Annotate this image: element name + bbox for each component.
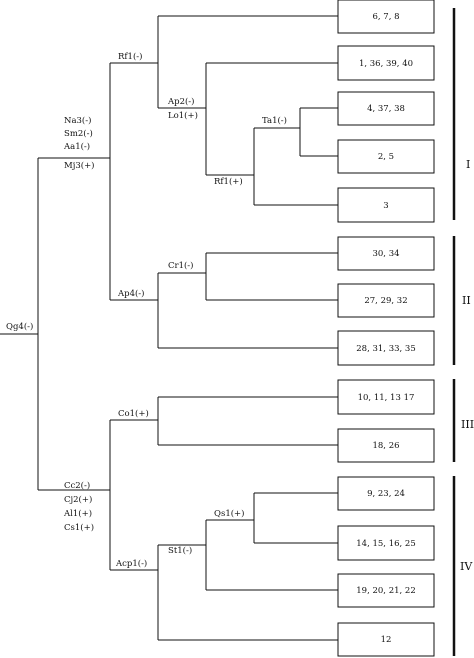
node-ta1-label: Ta1(-) (262, 115, 287, 126)
root-label: Qg4(-) (6, 321, 33, 332)
lower-label: Cj2(+) (64, 494, 92, 505)
upper-label: Sm2(-) (64, 128, 93, 139)
leaf-label: 2, 5 (378, 152, 394, 162)
leaf-label: 10, 11, 13 17 (358, 393, 415, 403)
node-ap2-label: Ap2(-) (167, 96, 195, 107)
leaf-box (337, 428, 435, 463)
leaf-box (337, 573, 435, 608)
leaf-box (337, 45, 435, 81)
leaf-box (337, 330, 435, 366)
leaf-box (337, 283, 435, 318)
leaf-box (337, 525, 435, 561)
leaf-box (337, 91, 435, 126)
leaf-box (337, 236, 435, 271)
leaf-box (337, 0, 435, 34)
group-label-iv: IV (460, 560, 473, 573)
leaf-box (337, 139, 435, 174)
leaf-label: 4, 37, 38 (367, 104, 405, 114)
node-rf1-label: Rf1(+) (214, 176, 243, 187)
group-label-iii: III (461, 418, 474, 431)
leaf-box (337, 476, 435, 511)
leaf-label: 19, 20, 21, 22 (356, 586, 415, 596)
lower-label: Cs1(+) (64, 522, 94, 533)
upper-label: Na3(-) (64, 115, 91, 126)
lower-label: Al1(+) (63, 508, 92, 519)
leaf-box (337, 622, 435, 657)
node-cr1-label: Cr1(-) (168, 260, 193, 271)
leaf-label: 27, 29, 32 (364, 296, 407, 306)
leaf-label: 30, 34 (372, 249, 399, 259)
node-st1-label: St1(-) (168, 545, 192, 556)
leaf-label: 6, 7, 8 (372, 12, 399, 22)
group-label-i: I (466, 158, 470, 171)
upper-label: Mj3(+) (64, 160, 95, 171)
leaf-label: 1, 36, 39, 40 (359, 59, 413, 69)
node-qs1-label: Qs1(+) (214, 508, 245, 519)
sub-c-label: Co1(+) (118, 408, 149, 419)
leaf-label: 28, 31, 33, 35 (356, 344, 415, 354)
group-label-ii: II (462, 294, 471, 307)
leaf-label: 9, 23, 24 (367, 489, 405, 499)
lower-label: Cc2(-) (64, 480, 90, 491)
leaf-box (337, 379, 435, 415)
node-ap2-label: Lo1(+) (168, 110, 198, 121)
leaf-label: 18, 26 (372, 441, 399, 451)
sub-a-label: Rf1(-) (118, 51, 142, 62)
leaf-box (337, 187, 435, 223)
upper-label: Aa1(-) (63, 141, 90, 152)
leaf-label: 3 (383, 201, 388, 211)
leaf-label: 12 (381, 635, 392, 645)
sub-b-label: Ap4(-) (117, 288, 145, 299)
sub-d-label: Acp1(-) (115, 558, 147, 569)
leaf-label: 14, 15, 16, 25 (356, 539, 415, 549)
